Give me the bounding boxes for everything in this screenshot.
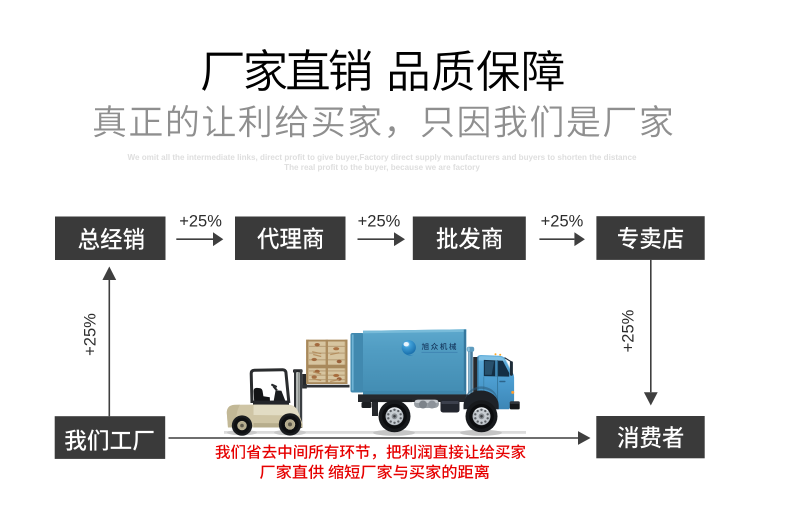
svg-text:+25%: +25% (358, 213, 401, 231)
svg-text:+25%: +25% (620, 309, 638, 352)
svg-text:+25%: +25% (81, 313, 99, 356)
svg-text:+25%: +25% (541, 213, 584, 231)
svg-text:The real profit to the buyer,: The real profit to the buyer, because we… (284, 163, 480, 172)
svg-text:We omit all the intermediate l: We omit all the intermediate links, dire… (128, 153, 637, 162)
svg-text:+25%: +25% (179, 213, 222, 231)
